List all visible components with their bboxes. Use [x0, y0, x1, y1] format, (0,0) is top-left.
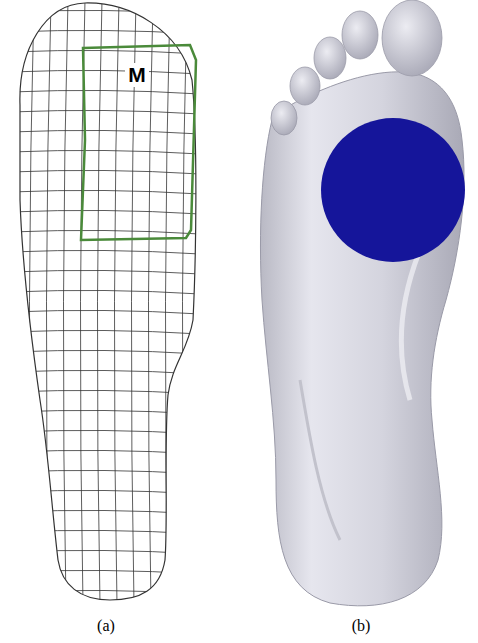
- pressure-circle: [321, 118, 465, 262]
- region-box: M: [80, 44, 197, 242]
- mesh-grid: [10, 0, 204, 605]
- foot-sole: [260, 0, 464, 606]
- panel-label: (a): [97, 617, 115, 635]
- panel-label: (b): [352, 617, 371, 635]
- region-label: M: [125, 63, 149, 86]
- insole-outline: [20, 3, 196, 600]
